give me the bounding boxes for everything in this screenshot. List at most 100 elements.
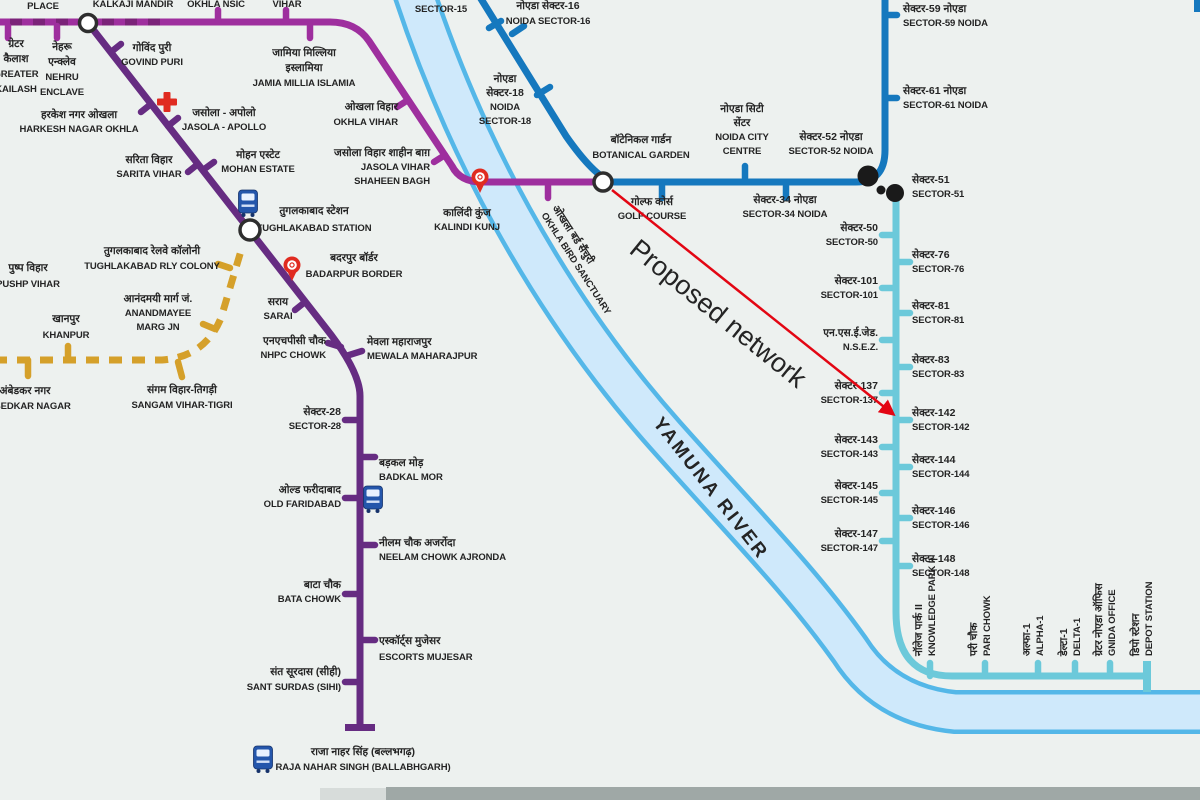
tick-harkesh-nagar-okhla [137,100,155,116]
label-botanical-garden: बॉटेनिकल गार्डन [610,133,673,146]
label-govind-puri: गोविंद पुरी [132,41,173,55]
label-okhla-nsic: OKHLA NSIC [187,0,245,10]
horizontal-scrollbar-thumb[interactable] [386,787,1200,800]
label-jamia-millia-islamia: इस्लामिया [285,61,324,74]
label-mewala-maharajpur: MEWALA MAHARAJPUR [367,351,478,362]
label-sector-101: SECTOR-101 [821,290,879,301]
label-sector-51: सेक्टर-51 [911,173,950,186]
tick-mewala-maharajpur [342,347,366,360]
label-bata-chowk: BATA CHOWK [278,594,341,605]
tick-govind-puri [107,40,125,56]
train-wheel [375,509,380,513]
label-gnida-office: GNIDA OFFICE [1107,589,1118,656]
label-old-faridabad: OLD FARIDABAD [264,499,342,510]
label-nhpc-chowk: NHPC CHOWK [261,350,327,361]
train-wheel [366,509,371,513]
label-noida-city-centre: NOIDA CITY [715,132,769,143]
label-sector-146: सेक्टर-146 [911,504,956,517]
train-wheel [241,213,246,217]
label-sector-145: सेक्टर-145 [834,479,879,492]
tick-jasola-apollo [164,114,182,130]
train-wheel [250,213,255,217]
label-noida-city-centre: CENTRE [723,146,761,157]
label-noida-sector-18: NOIDA [490,102,520,113]
label-pushp-vihar: PUSHP VIHAR [0,279,60,290]
tick-tughlakabad-rly-colony [214,260,234,272]
pin-inner [475,172,485,182]
label-harkesh-nagar-okhla: हरकेश नगर ओखला [40,108,118,121]
label-khanpur: KHANPUR [43,330,90,341]
label-sector-59-noida: सेक्टर-59 नोएडा [902,2,967,15]
label-sector-34-noida: SECTOR-34 NOIDA [743,209,828,220]
train-wheel [265,769,270,773]
label-sector-28: SECTOR-28 [289,421,341,432]
label-sector-148: SECTOR-148 [912,568,969,579]
sector-52-interchange-dot [857,165,879,187]
label-pushp-vihar: पुष्प विहार [7,261,48,275]
label-sector-61-noida: सेक्टर-61 नोएडा [902,84,967,97]
train-icon-old-faridabad [363,485,383,513]
label-jasola-apollo: JASOLA - APOLLO [182,122,266,133]
label-neelam-chowk-ajronda: NEELAM CHOWK AJRONDA [379,552,506,563]
label-raja-nahar-singh-ballabhgarh: राजा नाहर सिंह (बल्लभगढ़) [310,745,415,758]
train-window [256,749,270,757]
botanical-garden-interchange [592,171,614,193]
label-mohan-estate: MOHAN ESTATE [221,164,294,175]
label-pari-chowk: PARI CHOWK [982,595,993,656]
label-mewala-maharajpur: मेवला महाराजपुर [366,335,432,349]
violet-line [85,20,364,726]
label-nsez: N.S.E.Z. [843,342,878,353]
label-noida-city-centre: सेंटर [733,116,751,129]
tughlakabad-station-interchange [238,218,262,242]
tick-sarai [291,298,309,314]
label-sector-81: SECTOR-81 [912,315,965,326]
label-alpha-1: ALPHA-1 [1035,615,1046,656]
label-kalindi-kunj: KALINDI KUNJ [434,222,500,233]
label-knowledge-park-2: KNOWLEDGE PARK II [927,558,938,656]
label-tughlakabad-rly-colony: TUGHLAKABAD RLY COLONY [84,261,220,272]
label-raja-nahar-singh-ballabhgarh: RAJA NAHAR SINGH (BALLABHGARH) [275,762,450,773]
yamuna-river [398,0,1200,730]
label-neelam-chowk-ajronda: नीलम चौक अजर्रोदा [378,536,457,549]
label-greater-kailash: GREATER [0,69,39,80]
label-nehru-enclave: नेहरू [51,40,72,53]
label-sector-101: सेक्टर-101 [834,274,879,287]
label-greater-kailash: कैलाश [2,52,29,65]
train-stripe [256,760,270,763]
train-icon-tughlakabad [238,189,258,217]
label-sector-83: सेक्टर-83 [911,353,950,366]
label-bata-chowk: बाटा चौक [303,578,342,591]
label-golf-course: GOLF COURSE [618,211,687,222]
gold-dashed-line [0,243,247,364]
sector-51-interchange-dot [886,184,904,202]
label-nehru-enclave: एन्क्लेव [47,55,77,68]
label-anandmayee-marg-jn: आनंदमयी मार्ग जं. [124,292,193,305]
label-badkal-mor: बड़कल मोड़ [378,456,424,469]
hospital-cross-jasola-apollo [157,92,177,112]
label-jasola-vihar-shaheen-bagh: JASOLA VIHAR [361,162,430,173]
label-sangam-vihar-tigri: SANGAM VIHAR-TIGRI [131,400,232,411]
label-okhla-vihar: ओखला विहार [345,100,399,113]
label-sector-28: सेक्टर-28 [302,405,341,418]
label-sector-52-noida: SECTOR-52 NOIDA [789,146,874,157]
label-noida-sector-15: SECTOR-15 [415,4,468,15]
tick-jasola-vihar-shaheen-bagh [430,151,449,166]
label-sector-143: SECTOR-143 [821,449,878,460]
label-depot-station: DEPOT STATION [1144,581,1155,656]
tick-sangam-vihar-tigri [174,358,186,381]
label-sector-76: SECTOR-76 [912,264,964,275]
tick-okhla-vihar [393,96,412,111]
label-jasola-vihar-shaheen-bagh: जसोला विहार शाहीन बाग़ [333,146,431,159]
horizontal-scrollbar-track[interactable] [320,788,386,800]
label-khanpur: खानपुर [51,313,80,326]
label-nsez: एन.एस.ई.जेड. [822,326,878,339]
label-kalindi-kunj: कालिंदी कुंज [442,206,492,220]
train-icon-raja-nahar-singh [253,745,273,773]
proposed-network-arrow [611,189,896,417]
